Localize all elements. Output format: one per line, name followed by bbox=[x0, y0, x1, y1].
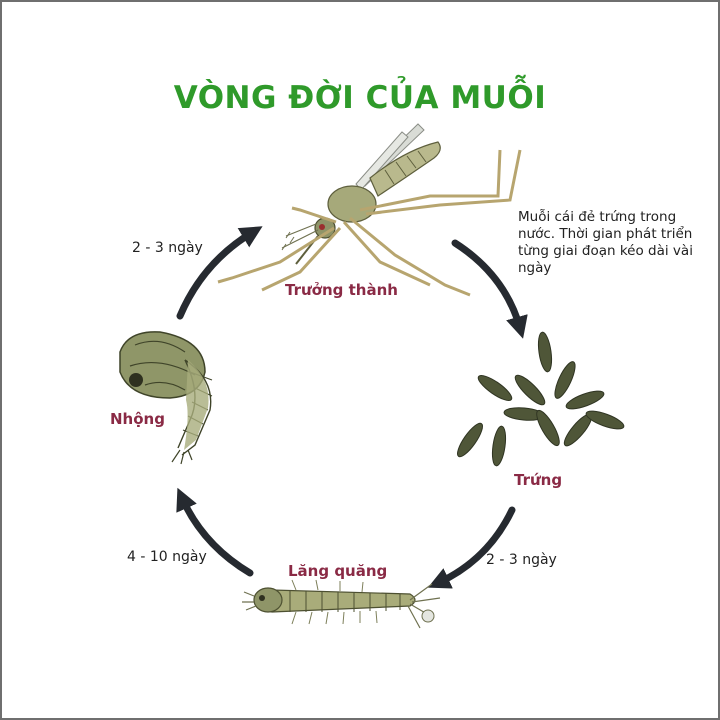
mosquito-icon bbox=[217, 123, 522, 297]
arrow-egg-to-larva bbox=[427, 506, 516, 589]
stage-label-adult: Trưởng thành bbox=[285, 281, 398, 299]
arrow-pupa-to-adult bbox=[176, 226, 263, 320]
stage-label-egg: Trứng bbox=[514, 471, 563, 489]
arrow-larva-to-pupa bbox=[176, 487, 254, 577]
diagram-title: VÒNG ĐỜI CỦA MUỖI bbox=[173, 80, 547, 116]
egg-laying-note: Muỗi cái đẻ trứng trong nước. Thời gian … bbox=[518, 209, 693, 276]
arrow-adult-to-egg bbox=[451, 239, 528, 339]
eggs-icon bbox=[457, 331, 625, 467]
cycle-arrows bbox=[176, 226, 528, 589]
stage-label-pupa: Nhộng bbox=[110, 410, 165, 428]
duration-pupa-to-adult: 2 - 3 ngày bbox=[132, 240, 203, 256]
pupa-icon bbox=[119, 331, 213, 465]
duration-larva-to-pupa: 4 - 10 ngày bbox=[127, 549, 207, 565]
stage-label-larva: Lăng quăng bbox=[288, 562, 388, 580]
duration-egg-to-larva: 2 - 3 ngày bbox=[486, 552, 557, 568]
larva-icon bbox=[242, 579, 441, 629]
